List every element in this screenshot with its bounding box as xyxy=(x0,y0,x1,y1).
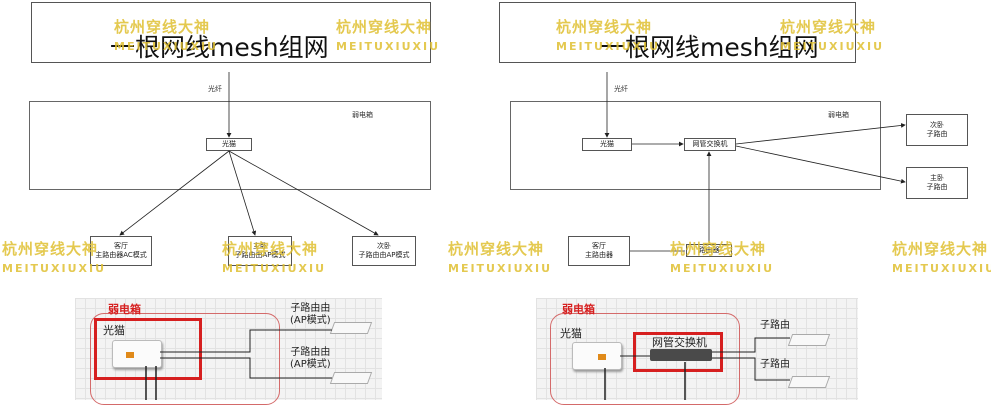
right-router-node: 路由器 xyxy=(686,244,732,257)
right-photo-sub1-label: 子路由 xyxy=(760,320,790,331)
watermark-en: MEITUXIUXIU xyxy=(114,40,219,53)
watermark-en: MEITUXIUXIU xyxy=(222,262,327,275)
right-photo-sub2-label: 子路由 xyxy=(760,359,790,370)
right-fiber-label: 光纤 xyxy=(614,85,628,93)
left-fiber-label: 光纤 xyxy=(208,85,222,93)
watermark-cn: 杭州穿线大神 xyxy=(892,240,989,258)
watermark-cn: 杭州穿线大神 xyxy=(448,240,545,258)
left-photo-sub1-label: 子路由由 (AP模式) xyxy=(290,303,331,326)
watermark-cn: 杭州穿线大神 xyxy=(222,240,319,258)
left-photo-modem-device xyxy=(112,340,162,368)
left-master-bedroom-node: 主卧 子路由由AP模式 xyxy=(228,236,292,266)
right-connection-lines xyxy=(604,72,906,252)
right-photo-modem-label: 光猫 xyxy=(560,327,582,340)
watermark-cn: 杭州穿线大神 xyxy=(556,18,653,36)
watermark-cn: 杭州穿线大神 xyxy=(670,240,767,258)
left-weak-box-label: 弱电箱 xyxy=(352,111,373,119)
watermark-en: MEITUXIUXIU xyxy=(2,262,107,275)
watermark-cn: 杭州穿线大神 xyxy=(114,18,211,36)
left-photo-modem-port xyxy=(126,352,134,358)
watermark-en: MEITUXIUXIU xyxy=(892,262,991,275)
left-photo-weak-box-label: 弱电箱 xyxy=(108,303,141,316)
watermark-en: MEITUXIUXIU xyxy=(556,40,661,53)
watermark-cn: 杭州穿线大神 xyxy=(336,18,433,36)
watermark-en: MEITUXIUXIU xyxy=(336,40,441,53)
right-photo-switch-device xyxy=(650,349,712,361)
left-title: 一根网线mesh组网 xyxy=(110,33,329,62)
left-photo-sub2-label: 子路由由 (AP模式) xyxy=(290,347,331,370)
left-photo-modem-outline xyxy=(94,318,202,380)
left-title-box xyxy=(31,2,431,63)
watermark-en: MEITUXIUXIU xyxy=(448,262,553,275)
left-photo-cables xyxy=(145,329,332,400)
right-master-bedroom-node: 主卧 子路由 xyxy=(906,167,968,199)
left-connection-lines xyxy=(119,72,379,236)
left-living-room-node: 客厅 主路由器AC模式 xyxy=(90,236,152,266)
watermark-en: MEITUXIUXIU xyxy=(780,40,885,53)
right-second-bedroom-node: 次卧 子路由 xyxy=(906,114,968,146)
right-title: 一根网线mesh组网 xyxy=(600,33,819,62)
watermark-en: MEITUXIUXIU xyxy=(670,262,775,275)
left-modem-node: 光猫 xyxy=(206,138,252,151)
right-living-room-node: 客厅 主路由器 xyxy=(568,236,630,266)
right-photo-weak-box-label: 弱电箱 xyxy=(562,303,595,316)
watermark-cn: 杭州穿线大神 xyxy=(2,240,99,258)
right-photo-cables xyxy=(604,337,790,400)
right-photo-modem-port xyxy=(598,354,606,360)
right-modem-node: 光猫 xyxy=(582,138,632,151)
left-photo-modem-label: 光猫 xyxy=(103,324,125,337)
right-weak-box-label: 弱电箱 xyxy=(828,111,849,119)
watermark-cn: 杭州穿线大神 xyxy=(780,18,877,36)
right-switch-node: 网管交换机 xyxy=(684,138,736,151)
left-second-bedroom-node: 次卧 子路由由AP模式 xyxy=(352,236,416,266)
right-title-box xyxy=(499,2,856,63)
right-photo-switch-label: 网管交换机 xyxy=(652,336,707,349)
